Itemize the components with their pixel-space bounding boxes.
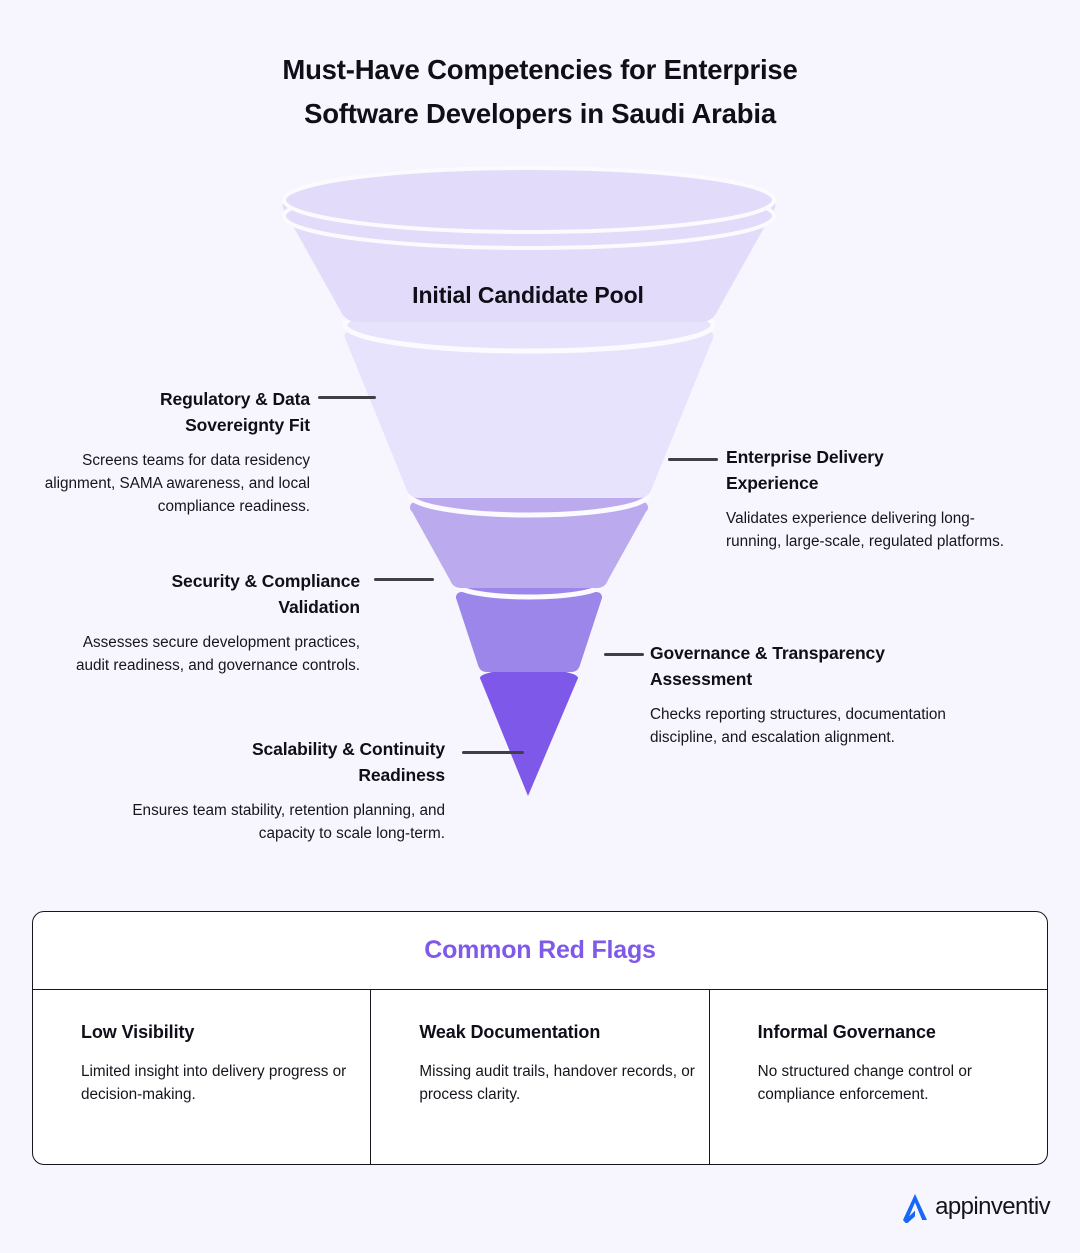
callout-description: Screens teams for data residency alignme… (44, 452, 310, 515)
callout-title: Enterprise Delivery Experience (726, 444, 1026, 496)
funnel-segment-2 (342, 296, 716, 498)
callout-description: Ensures team stability, retention planni… (132, 802, 445, 842)
callout-title-line-1: Governance & Transparency (650, 643, 885, 663)
page-title: Must-Have Competencies for Enterprise So… (0, 48, 1080, 136)
callout-title: Scalability & Continuity Readiness (130, 736, 445, 788)
callout-title: Regulatory & Data Sovereignty Fit (20, 386, 310, 438)
funnel-segment-1 (282, 166, 776, 322)
red-flag-item: Weak Documentation Missing audit trails,… (371, 990, 710, 1164)
card-title: Common Red Flags (424, 936, 656, 964)
callout-title-line-1: Scalability & Continuity (251, 739, 445, 759)
appinventiv-a-mark-icon (903, 1194, 928, 1223)
funnel-diagram: Initial Candidate Pool (0, 160, 1080, 820)
funnel-graphic (282, 166, 776, 796)
card-body: Low Visibility Limited insight into deli… (33, 990, 1047, 1164)
callout-title-line-1: Regulatory & Data (160, 389, 310, 409)
callout-title-line-2: Validation (278, 597, 360, 617)
callout-title-line-1: Enterprise Delivery (726, 447, 884, 467)
common-red-flags-card: Common Red Flags Low Visibility Limited … (32, 911, 1048, 1165)
connector-line-security (374, 578, 434, 581)
connector-line-regulatory (318, 396, 376, 399)
callout-description: Assesses secure development practices, a… (75, 634, 360, 674)
callout-title-line-2: Assessment (650, 669, 753, 689)
funnel-segment-5 (480, 669, 578, 796)
red-flag-description: Missing audit trails, handover records, … (419, 1063, 695, 1103)
red-flag-item: Informal Governance No structured change… (710, 990, 1047, 1164)
callout-title-line-2: Sovereignty Fit (185, 415, 310, 435)
connector-line-governance (604, 653, 644, 656)
red-flag-title: Weak Documentation (419, 1022, 601, 1042)
callout-title: Governance & Transparency Assessment (650, 640, 980, 692)
connector-line-enterprise (668, 458, 718, 461)
callout-scalability-continuity-readiness: Scalability & Continuity Readiness Ensur… (130, 736, 445, 845)
callout-title-line-1: Security & Compliance (171, 571, 360, 591)
callout-security-compliance-validation: Security & Compliance Validation Assesse… (50, 568, 360, 677)
connector-line-scalability (462, 751, 524, 754)
red-flag-description: No structured change control or complian… (757, 1063, 972, 1103)
callout-title-line-2: Readiness (358, 765, 445, 785)
page-title-line-2: Software Developers in Saudi Arabia (304, 98, 776, 129)
red-flag-title: Informal Governance (757, 1022, 936, 1042)
callout-regulatory-data-sovereignty-fit: Regulatory & Data Sovereignty Fit Screen… (20, 386, 310, 518)
page-title-line-1: Must-Have Competencies for Enterprise (282, 54, 798, 85)
brand-logo: appinventiv (899, 1191, 1051, 1223)
brand-logo-text: appinventiv (935, 1193, 1050, 1220)
callout-description: Checks reporting structures, documentati… (650, 706, 946, 746)
red-flag-title: Low Visibility (81, 1022, 195, 1042)
red-flag-description: Limited insight into delivery progress o… (81, 1063, 347, 1103)
funnel-top-label: Initial Candidate Pool (412, 282, 644, 308)
callout-description: Validates experience delivering long-run… (726, 510, 1005, 550)
callout-title-line-2: Experience (726, 473, 819, 493)
callout-enterprise-delivery-experience: Enterprise Delivery Experience Validates… (726, 444, 1026, 553)
card-header: Common Red Flags (33, 912, 1047, 990)
red-flag-item: Low Visibility Limited insight into deli… (33, 990, 372, 1164)
callout-governance-transparency-assessment: Governance & Transparency Assessment Che… (650, 640, 980, 749)
callout-title: Security & Compliance Validation (50, 568, 360, 620)
